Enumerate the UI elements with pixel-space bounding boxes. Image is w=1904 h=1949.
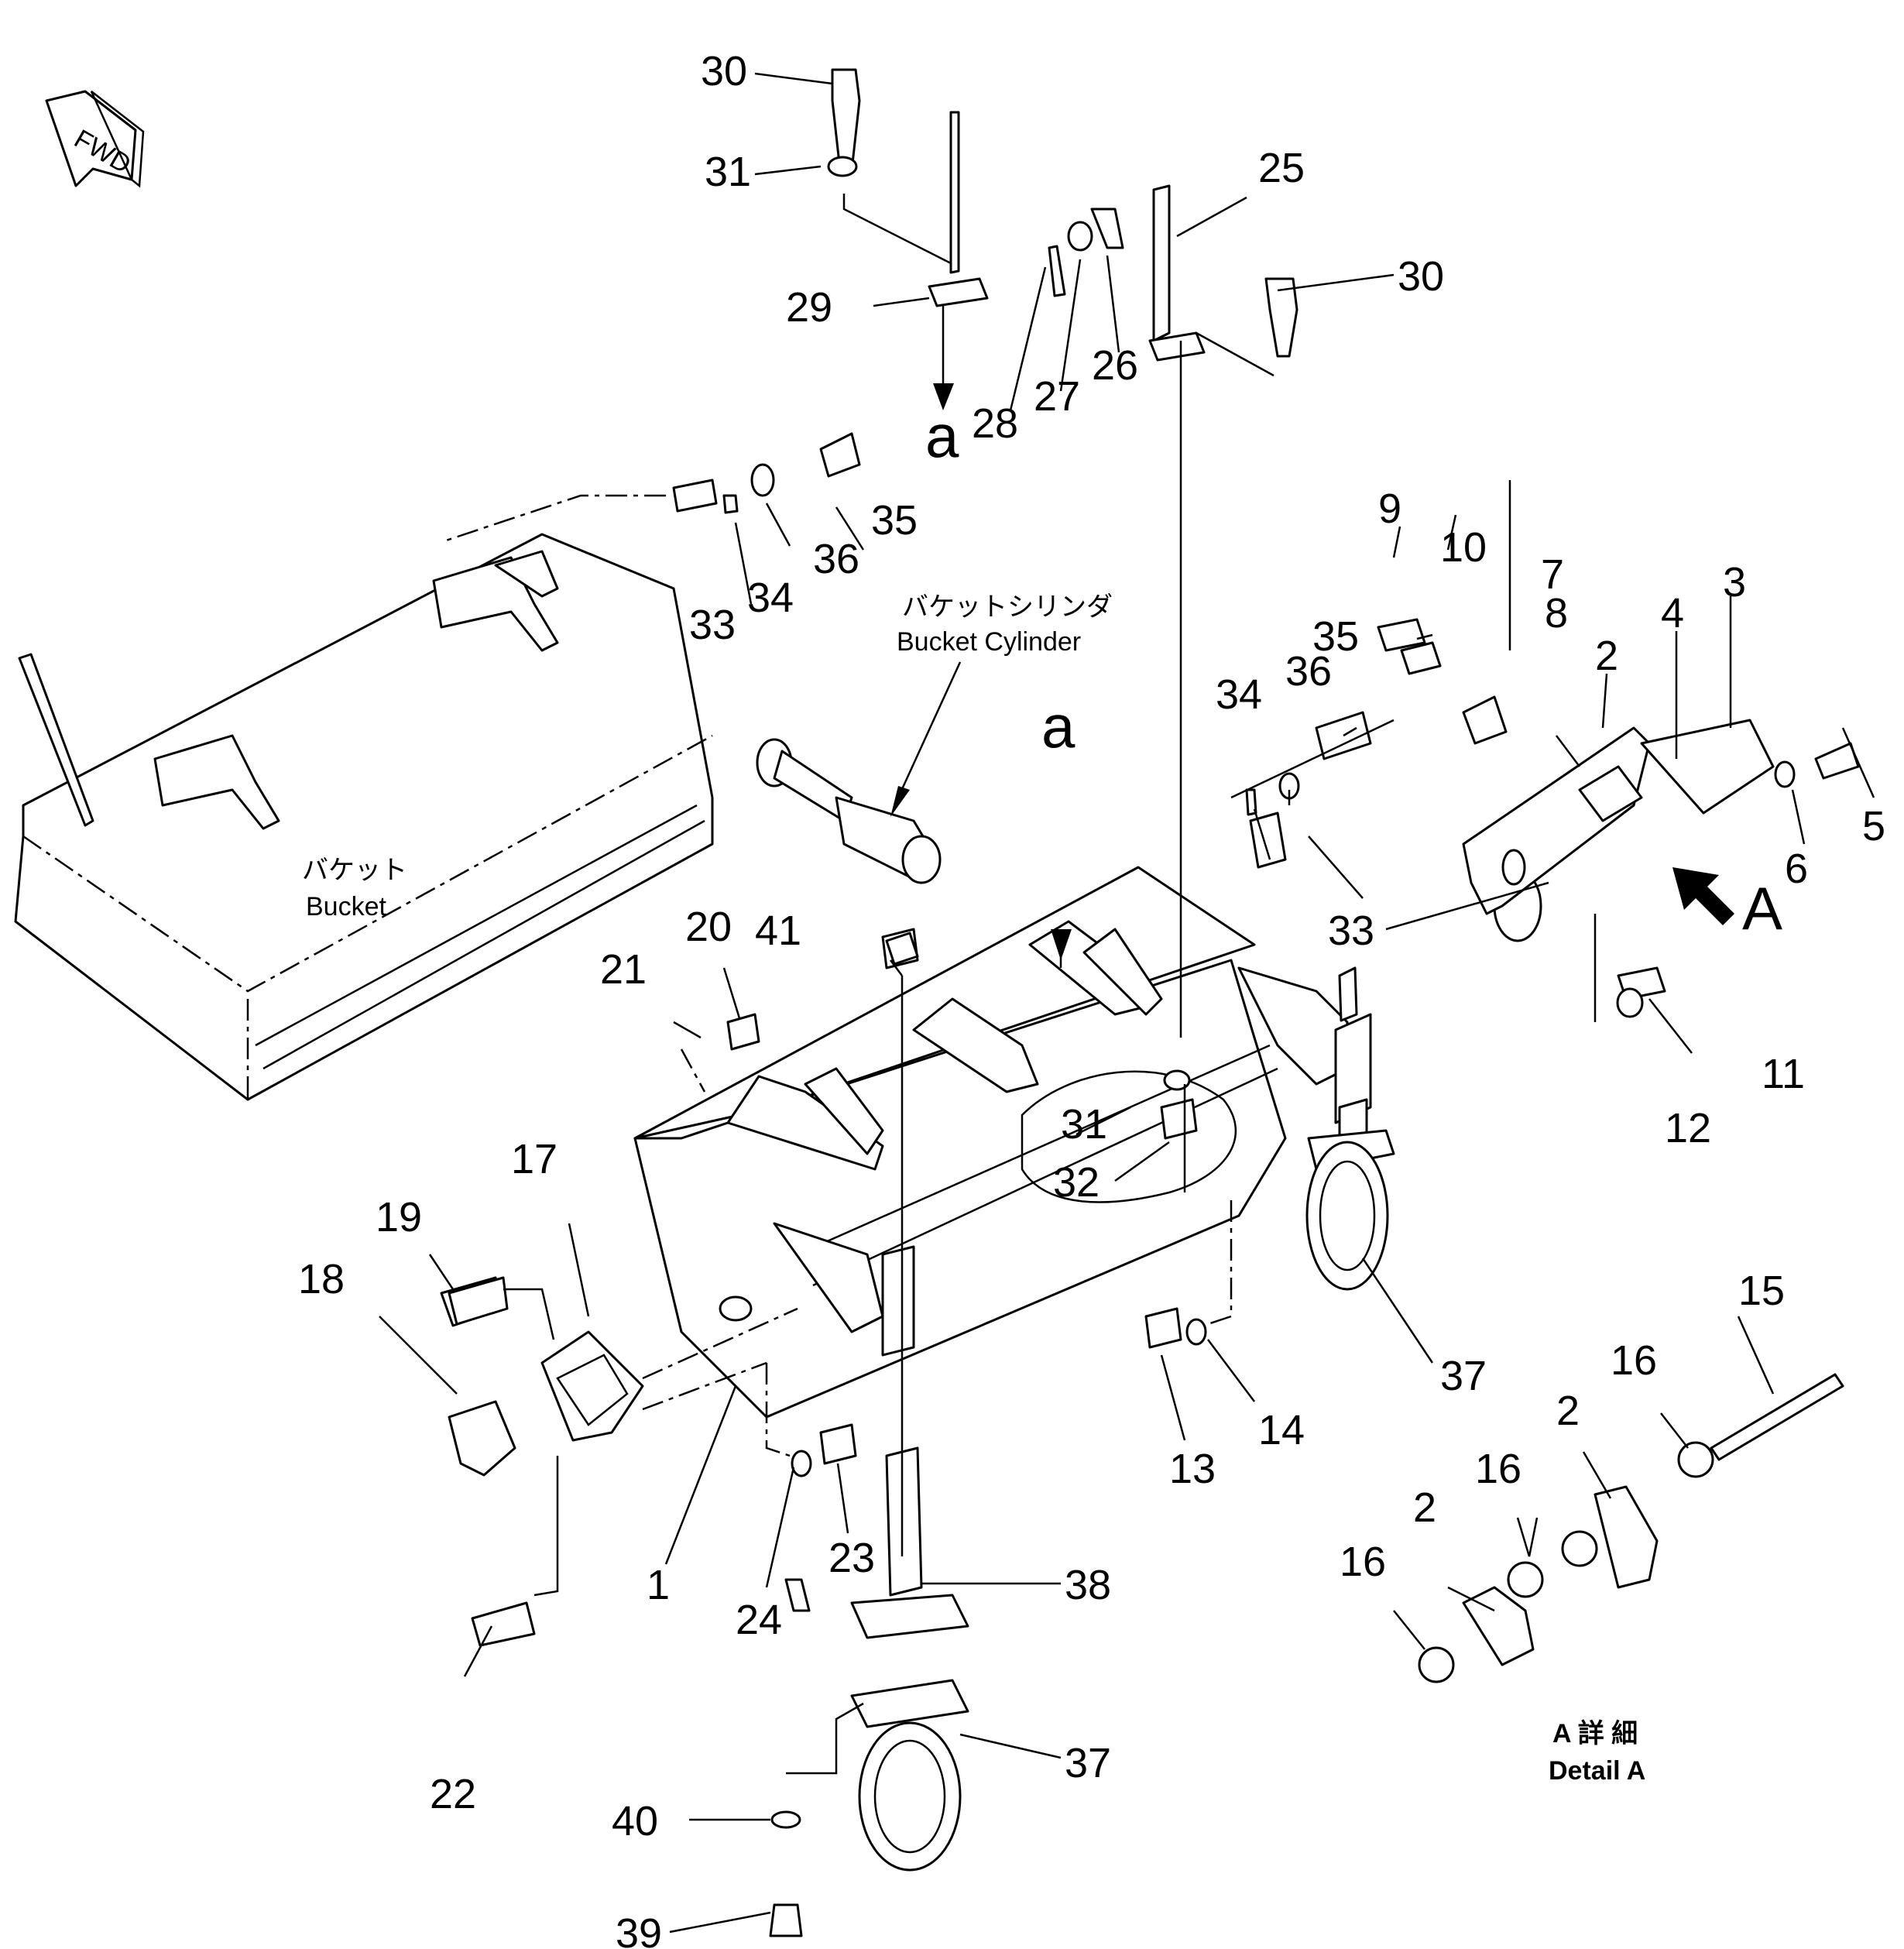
caster-assembly-lower xyxy=(784,1245,969,1872)
bucket-cylinder-label-jp: バケットシリンダ xyxy=(902,592,1113,622)
callout: 16 xyxy=(1340,1539,1386,1585)
bucket-cylinder xyxy=(756,738,942,884)
callout: 31 xyxy=(1061,1101,1107,1148)
caster-assembly-right xyxy=(1305,966,1395,1291)
bucket-label-en: Bucket xyxy=(306,892,386,921)
bucket-label-jp: バケット xyxy=(302,856,407,885)
callout: 33 xyxy=(689,602,736,648)
callout: 23 xyxy=(828,1535,875,1581)
callout: 7 xyxy=(1541,551,1564,598)
callout: 12 xyxy=(1665,1105,1711,1151)
detail-a-parts xyxy=(1418,1373,1844,1683)
callout: 16 xyxy=(1475,1446,1521,1492)
callout: 31 xyxy=(705,149,751,195)
callout: 19 xyxy=(376,1194,422,1240)
callout: 25 xyxy=(1258,145,1305,191)
callout: 1 xyxy=(647,1562,670,1608)
callout: 17 xyxy=(511,1136,557,1182)
callout: 29 xyxy=(786,284,832,331)
bucket-cylinder-label-en: Bucket Cylinder xyxy=(897,627,1081,657)
fwd-arrow-icon: FWD xyxy=(45,90,145,188)
detail-label-jp: A 詳 細 xyxy=(1552,1719,1638,1748)
callout: 36 xyxy=(1285,648,1332,695)
callouts: 30 31 29 28 27 26 25 30 35 36 34 33 9 10… xyxy=(298,48,1885,1949)
main-frame xyxy=(633,866,1542,1419)
detail-a-assembly xyxy=(1400,641,1775,915)
callout: 30 xyxy=(1398,253,1444,300)
view-a-arrow-icon xyxy=(1672,867,1734,925)
callout: 38 xyxy=(1065,1562,1111,1608)
bucket xyxy=(14,533,714,1101)
callout: 2 xyxy=(1595,633,1618,679)
callout: 33 xyxy=(1328,908,1374,954)
bracket-assembly-left xyxy=(440,1276,644,1647)
callout: 15 xyxy=(1738,1268,1785,1314)
callout: 41 xyxy=(755,908,801,954)
callout: 16 xyxy=(1611,1337,1657,1384)
callout: 14 xyxy=(1258,1407,1305,1453)
callout: 13 xyxy=(1169,1446,1216,1492)
callout: 21 xyxy=(600,946,647,993)
callout: 30 xyxy=(701,48,747,94)
callout: 3 xyxy=(1723,559,1746,606)
detail-label-en: Detail A xyxy=(1549,1756,1645,1786)
callout: 26 xyxy=(1092,342,1138,389)
ref-a-top: a xyxy=(925,402,959,470)
callout: 35 xyxy=(871,497,918,544)
callout: 27 xyxy=(1034,373,1080,420)
callout: 22 xyxy=(430,1771,476,1817)
ref-a-mid: a xyxy=(1041,692,1076,760)
callout: 32 xyxy=(1053,1159,1100,1206)
callout: 35 xyxy=(1312,613,1359,660)
callout: 18 xyxy=(298,1256,345,1302)
callout: 20 xyxy=(685,904,732,950)
callout: 36 xyxy=(813,536,859,582)
callout: 6 xyxy=(1785,846,1808,892)
bolts-and-rods xyxy=(448,68,1860,1937)
callout: 10 xyxy=(1440,524,1487,571)
callout: 34 xyxy=(747,575,794,621)
callout: 40 xyxy=(612,1798,658,1844)
callout: 2 xyxy=(1413,1484,1436,1531)
callout: 5 xyxy=(1862,803,1885,849)
callout: 2 xyxy=(1556,1388,1580,1434)
callout: 24 xyxy=(736,1597,782,1643)
callout: 34 xyxy=(1216,671,1262,718)
callout: 9 xyxy=(1378,486,1401,532)
callout: 28 xyxy=(972,400,1018,447)
callout: 11 xyxy=(1762,1051,1805,1097)
callout: 37 xyxy=(1065,1740,1111,1786)
view-a-label: A xyxy=(1742,874,1782,942)
leader-lines xyxy=(379,72,1875,1934)
callout: 39 xyxy=(616,1910,662,1949)
callout: 8 xyxy=(1545,590,1568,637)
callout: 4 xyxy=(1661,590,1684,637)
callout: 37 xyxy=(1440,1353,1487,1399)
